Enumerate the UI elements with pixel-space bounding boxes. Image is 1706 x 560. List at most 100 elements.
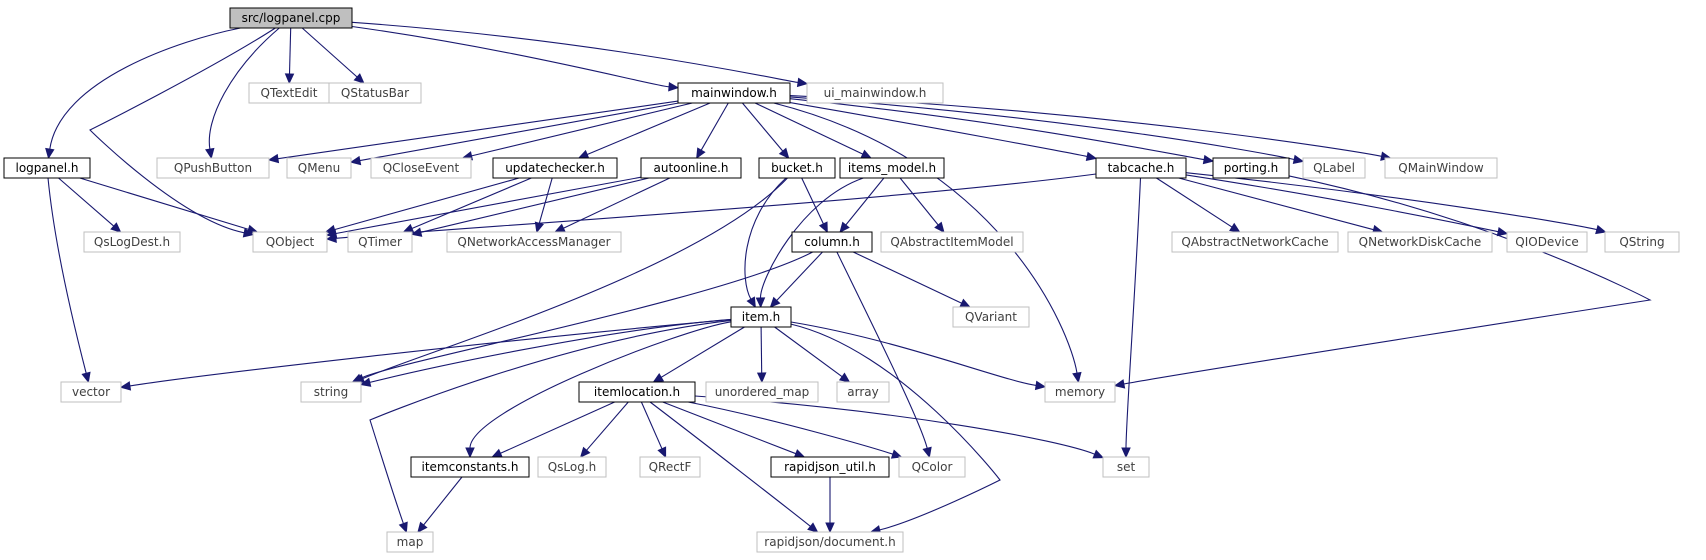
node-label: mainwindow.h bbox=[691, 86, 777, 100]
arrowhead bbox=[890, 449, 903, 459]
arrowhead bbox=[554, 223, 566, 233]
arrowhead bbox=[922, 446, 932, 459]
node-label: map bbox=[397, 535, 424, 549]
edge-line bbox=[420, 177, 650, 233]
node-qpushbutton: QPushButton bbox=[156, 157, 270, 179]
node-vector: vector bbox=[60, 381, 122, 403]
node-ui-mainwindow: ui_mainwindow.h bbox=[806, 82, 944, 104]
arrowhead bbox=[110, 222, 122, 233]
node-label: QVariant bbox=[965, 310, 1017, 324]
node-box bbox=[410, 456, 530, 478]
edge-mainwindow-to-tabcache bbox=[789, 102, 1098, 162]
node-itemlocation[interactable]: itemlocation.h bbox=[578, 381, 696, 403]
node-box bbox=[791, 231, 873, 253]
edge-autoonline-to-qobject bbox=[325, 176, 642, 239]
edge-line bbox=[351, 21, 799, 84]
node-rapidjson-util[interactable]: rapidjson_util.h bbox=[770, 456, 890, 478]
node-porting[interactable]: porting.h bbox=[1212, 157, 1290, 179]
arrowhead bbox=[818, 221, 828, 234]
node-label: memory bbox=[1055, 385, 1105, 399]
edge-itemconstants-to-map bbox=[417, 476, 463, 533]
edge-mainwindow-to-autoonline bbox=[696, 102, 729, 160]
node-column[interactable]: column.h bbox=[791, 231, 873, 253]
arrowhead bbox=[417, 521, 428, 533]
edge-mainwindow-to-porting bbox=[789, 98, 1215, 165]
arrowhead bbox=[860, 149, 873, 159]
edge-line bbox=[360, 251, 813, 379]
edge-line bbox=[760, 326, 763, 374]
edge-items_model-to-column bbox=[839, 177, 885, 233]
node-logpanel[interactable]: logpanel.h bbox=[3, 157, 91, 179]
node-box bbox=[880, 231, 1024, 253]
node-memory: memory bbox=[1044, 381, 1116, 403]
arrowhead bbox=[778, 147, 790, 159]
node-label: porting.h bbox=[1224, 161, 1279, 175]
edge-item-to-array bbox=[774, 326, 851, 383]
node-box bbox=[347, 231, 413, 253]
node-box bbox=[1506, 231, 1588, 253]
node-mainwindow[interactable]: mainwindow.h bbox=[677, 82, 791, 104]
node-tabcache[interactable]: tabcache.h bbox=[1095, 157, 1187, 179]
edge-items_model-to-item bbox=[755, 177, 864, 309]
arrowhead bbox=[1092, 449, 1105, 459]
edge-tabcache-to-qobject bbox=[325, 173, 1097, 244]
node-box bbox=[286, 157, 352, 179]
arrowhead bbox=[325, 233, 337, 244]
edge-line bbox=[1156, 177, 1233, 228]
edge-line bbox=[741, 102, 784, 152]
node-map: map bbox=[386, 531, 434, 553]
arrowhead bbox=[696, 147, 706, 160]
node-label: QColor bbox=[912, 460, 953, 474]
edge-line bbox=[362, 177, 788, 380]
node-label: QsLogDest.h bbox=[94, 235, 170, 249]
edge-itemlocation-to-rapidjson_doc bbox=[649, 401, 819, 533]
node-box bbox=[386, 531, 434, 553]
edge-root-to-mainwindow bbox=[351, 25, 680, 92]
edge-bucket-to-column bbox=[801, 177, 828, 234]
node-qrectf: QRectF bbox=[639, 456, 701, 478]
node-qlabel: QLabel bbox=[1302, 157, 1366, 179]
arrowhead bbox=[81, 371, 91, 384]
edge-mainwindow-to-qlabel bbox=[789, 96, 1305, 165]
edge-line bbox=[359, 102, 679, 162]
node-box bbox=[252, 231, 328, 253]
node-itemconstants[interactable]: itemconstants.h bbox=[410, 456, 530, 478]
node-string: string bbox=[300, 381, 362, 403]
node-items-model[interactable]: items_model.h bbox=[839, 157, 945, 179]
edge-line bbox=[334, 177, 520, 231]
edge-line bbox=[369, 318, 732, 383]
edge-line bbox=[49, 27, 241, 150]
edge-line bbox=[538, 177, 553, 224]
edge-column-to-qvariant bbox=[852, 251, 971, 308]
edge-line bbox=[789, 102, 1088, 158]
node-rapidjson-doc: rapidjson/document.h bbox=[756, 531, 904, 553]
node-box bbox=[578, 381, 696, 403]
node-label: items_model.h bbox=[848, 161, 936, 175]
node-autoonline[interactable]: autoonline.h bbox=[640, 157, 742, 179]
node-label: QAbstractNetworkCache bbox=[1181, 235, 1328, 249]
node-root[interactable]: src/logpanel.cpp bbox=[229, 7, 353, 29]
arrowhead bbox=[359, 377, 372, 387]
node-box bbox=[1384, 157, 1498, 179]
node-set: set bbox=[1102, 456, 1150, 478]
node-item[interactable]: item.h bbox=[730, 306, 792, 328]
node-label: array bbox=[847, 385, 878, 399]
arrowhead bbox=[119, 381, 132, 391]
arrowhead bbox=[491, 448, 503, 458]
node-label: itemconstants.h bbox=[422, 460, 519, 474]
node-label: QTimer bbox=[358, 235, 402, 249]
edge-line bbox=[369, 319, 732, 524]
edge-itemlocation-to-set bbox=[694, 395, 1105, 459]
node-label: tabcache.h bbox=[1108, 161, 1175, 175]
node-box bbox=[3, 157, 91, 179]
node-qmenu: QMenu bbox=[286, 157, 352, 179]
edge-line bbox=[687, 401, 894, 455]
node-label: item.h bbox=[742, 310, 781, 324]
arrowhead bbox=[45, 147, 55, 160]
node-bucket[interactable]: bucket.h bbox=[758, 157, 836, 179]
edge-mainwindow-to-qmenu bbox=[349, 102, 679, 166]
arrowhead bbox=[657, 446, 667, 459]
node-updatechecker[interactable]: updatechecker.h bbox=[492, 157, 618, 179]
edge-mainwindow-to-updatechecker bbox=[577, 102, 711, 159]
